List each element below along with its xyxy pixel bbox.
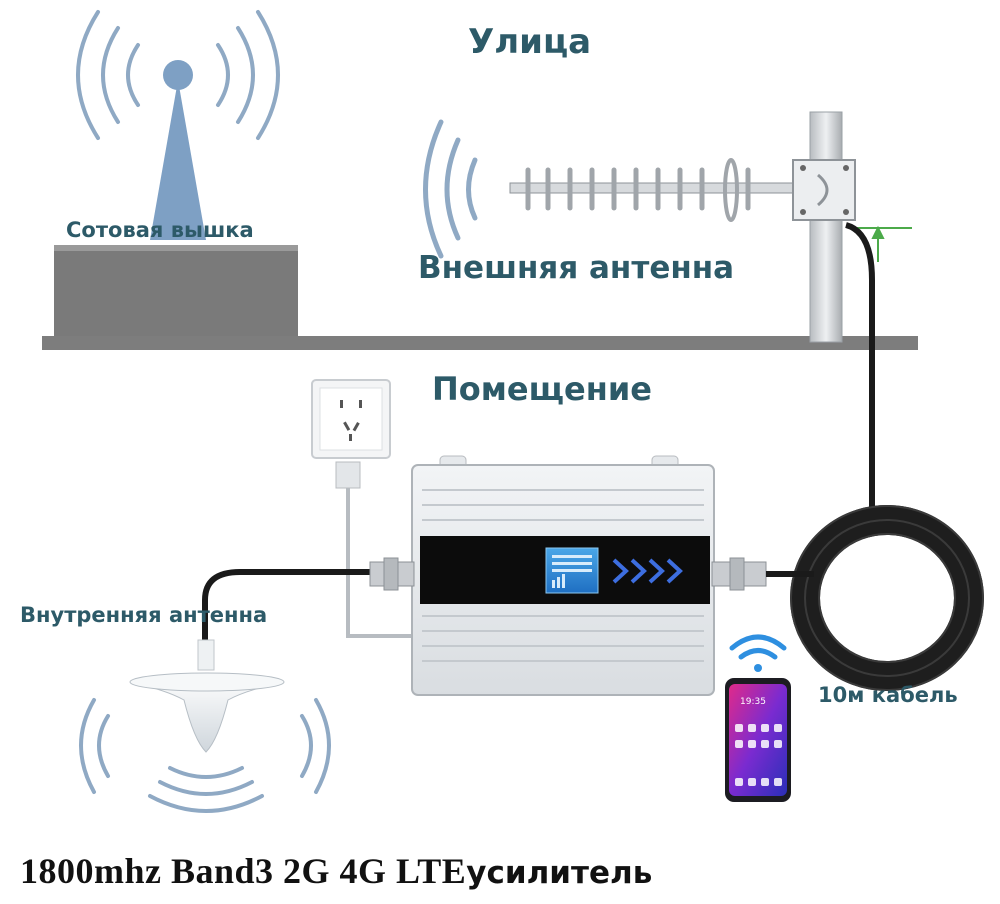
label-room: Помещение <box>432 370 652 408</box>
label-street: Улица <box>468 22 592 62</box>
smartphone: 19:35 <box>725 678 791 802</box>
cable-marker <box>852 225 912 262</box>
label-cell-tower: Сотовая вышка <box>66 218 254 242</box>
wall-socket <box>311 379 391 489</box>
caption-suffix: усилитель <box>466 855 653 891</box>
left-connector <box>369 557 415 591</box>
signal-amplifier <box>411 455 715 696</box>
label-outdoor-antenna: Внешняя антенна <box>418 250 735 286</box>
caption: 1800mhz Band3 2G 4G LTEусилитель <box>20 850 652 892</box>
yagi-antenna <box>509 158 856 222</box>
power-cord <box>346 488 420 638</box>
indoor-cable <box>202 569 370 645</box>
antenna-pole <box>809 111 843 343</box>
outdoor-cable <box>844 222 875 520</box>
cell-tower-icon <box>76 10 280 240</box>
cable-coil <box>790 505 984 691</box>
ceiling-antenna <box>129 639 285 753</box>
label-cable: 10м кабель <box>818 683 958 707</box>
label-indoor-antenna: Внутренняя антенна <box>20 603 268 627</box>
building <box>54 245 298 337</box>
outdoor-signal-waves <box>423 119 478 259</box>
wifi-icon <box>729 634 787 672</box>
indoor-signal-waves <box>79 698 331 813</box>
right-connector <box>711 557 767 591</box>
wall-divider <box>42 336 918 350</box>
phone-clock: 19:35 <box>740 697 766 707</box>
caption-model: 1800mhz Band3 2G 4G LTE <box>20 851 467 891</box>
